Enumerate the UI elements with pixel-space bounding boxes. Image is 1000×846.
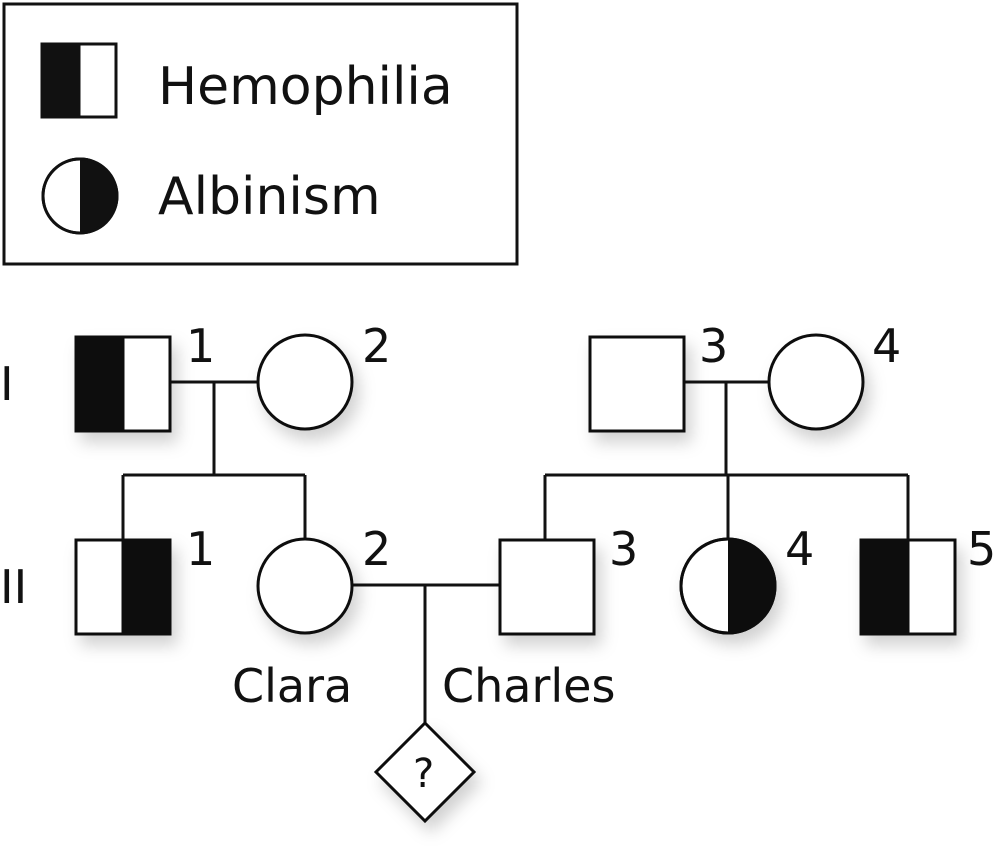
individual-ii-4 <box>679 537 777 635</box>
individual-ii-2-name: Clara <box>232 659 352 713</box>
legend-label-albinism: Albinism <box>158 167 381 227</box>
albinism-symbol-icon <box>41 157 119 235</box>
individual-ii-5 <box>859 538 957 636</box>
individual-ii-1 <box>74 538 172 636</box>
hemophilia-symbol-icon <box>40 42 118 119</box>
individual-ii-5-number: 5 <box>967 522 996 576</box>
individual-ii-1-number: 1 <box>186 522 215 576</box>
legend-label-hemophilia: Hemophilia <box>158 57 453 117</box>
individual-i-4-number: 4 <box>872 319 901 373</box>
individual-i-1-number: 1 <box>186 319 215 373</box>
individual-i-3 <box>588 335 686 433</box>
legend: Hemophilia Albinism <box>2 2 519 266</box>
individual-i-2-number: 2 <box>362 319 391 373</box>
individual-i-3-number: 3 <box>699 319 728 373</box>
pedigree-lines <box>121 380 910 723</box>
individual-ii-3-number: 3 <box>609 522 638 576</box>
individual-i-2 <box>256 333 354 431</box>
individual-ii-3 <box>498 538 596 636</box>
legend-box <box>2 2 519 266</box>
generation-label-i: I <box>0 357 14 411</box>
generation-label-ii: II <box>0 560 27 614</box>
individual-ii-2-number: 2 <box>362 522 391 576</box>
individual-ii-4-number: 4 <box>785 522 814 576</box>
child-diamond <box>373 720 477 824</box>
individual-i-1 <box>74 335 172 433</box>
child-question-mark: ? <box>413 751 434 797</box>
individual-ii-3-name: Charles <box>442 659 615 713</box>
individual-ii-2 <box>256 537 354 635</box>
individual-i-4 <box>767 333 865 431</box>
